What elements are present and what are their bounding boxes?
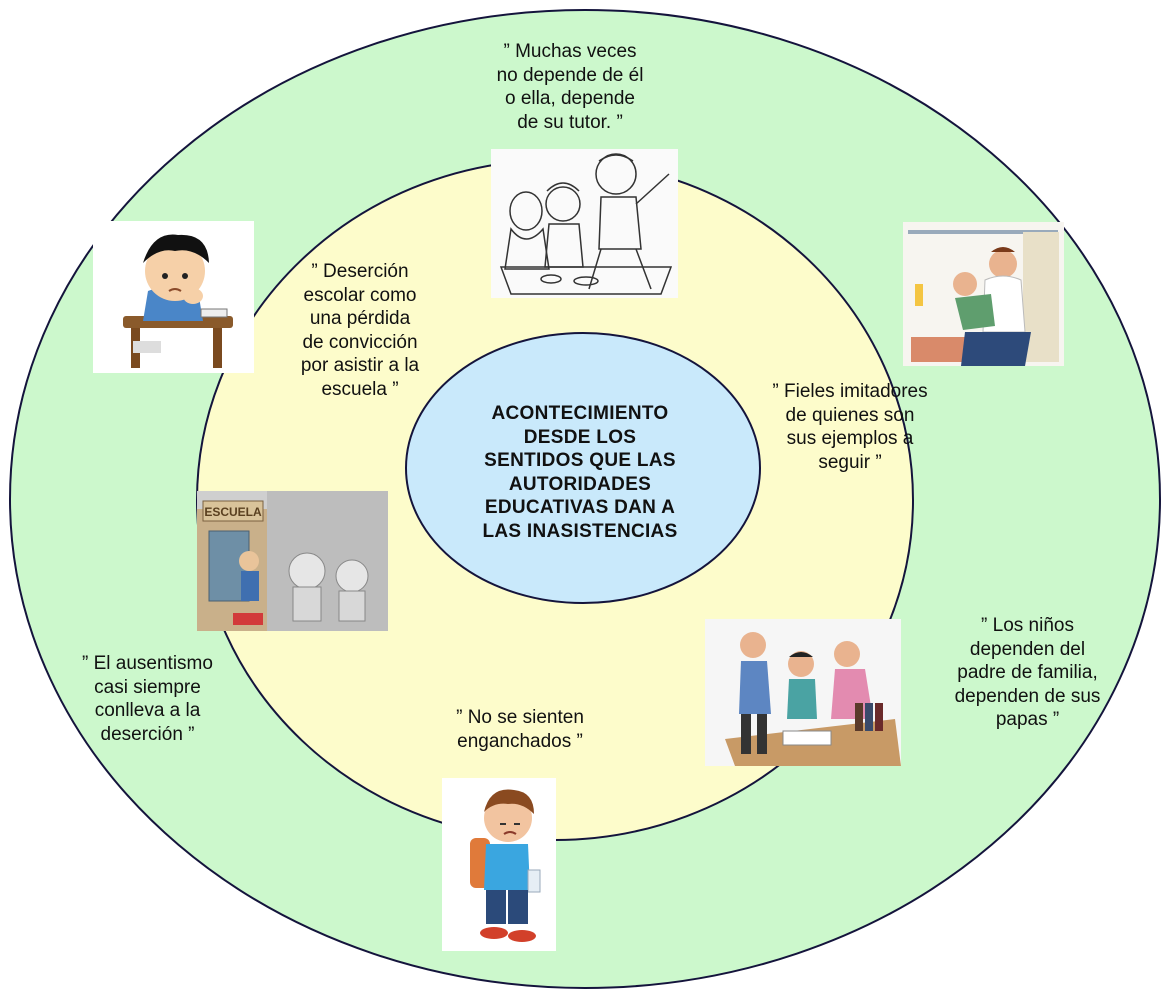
boy-at-desk-illustration-icon	[93, 221, 254, 373]
escuela-image: ESCUELA	[197, 491, 388, 631]
family-homework-illustration-icon	[705, 619, 901, 766]
escuela-sign: ESCUELA	[204, 505, 262, 519]
sketch-children-image	[491, 149, 678, 298]
quote-desercion: ” Deserción escolar como una pérdida de …	[300, 261, 420, 400]
quote-tutor: ” Muchas veces no depende de él o ella, …	[496, 41, 644, 133]
father-child-image	[903, 222, 1064, 366]
escuela-illustration-icon: ESCUELA	[197, 491, 388, 631]
center-title: ACONTECIMIENTO DESDE LOS SENTIDOS QUE LA…	[482, 403, 678, 542]
father-and-child-illustration-icon	[903, 222, 1064, 366]
sad-boy-walking-image	[442, 778, 556, 951]
center-circle	[405, 332, 761, 604]
sketch-illustration-icon	[491, 149, 678, 298]
quote-imitadores: ” Fieles imitadores de quienes son sus e…	[772, 381, 928, 473]
sad-boy-backpack-illustration-icon	[442, 778, 556, 951]
quote-enganchados: ” No se sienten enganchados ”	[456, 707, 584, 752]
quote-ninos: ” Los niños dependen del padre de famili…	[954, 615, 1101, 730]
sad-boy-desk-image	[93, 221, 254, 373]
family-homework-image	[705, 619, 901, 766]
quote-ausentismo: ” El ausentismo casi siempre conlleva a …	[82, 653, 213, 745]
